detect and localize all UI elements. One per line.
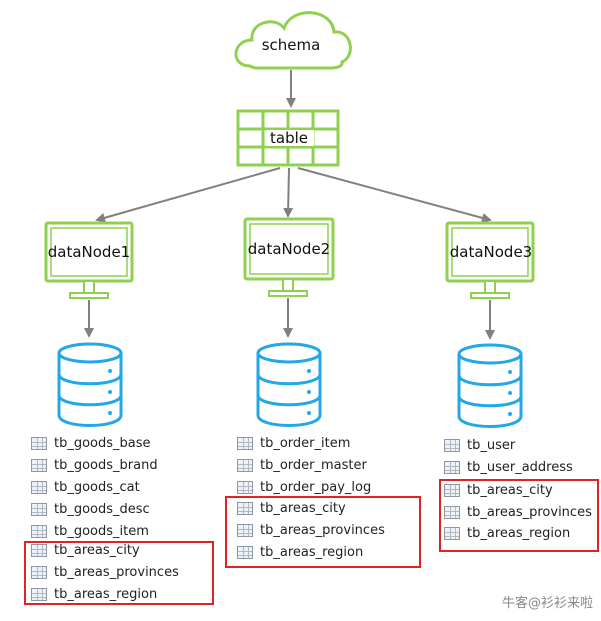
table-item: tb_user: [444, 434, 515, 456]
table-item: tb_areas_city: [444, 479, 553, 501]
watermark: 牛客@衫衫来啦: [502, 592, 593, 611]
highlight-box-node2: [225, 496, 421, 568]
table-item: tb_goods_cat: [31, 476, 140, 498]
datanode2-label: dataNode2: [248, 240, 330, 258]
table-item: tb_areas_city: [31, 539, 140, 561]
table-icon: [31, 458, 47, 472]
table-icon: [444, 483, 460, 497]
table-label: table: [270, 129, 308, 147]
schema-cloud: schema: [234, 11, 352, 70]
schema-label: schema: [262, 36, 321, 54]
table-item: tb_goods_brand: [31, 454, 158, 476]
table-item: tb_user_address: [444, 456, 573, 478]
table-grid: table: [236, 109, 340, 167]
watermark-text: 牛客@衫衫来啦: [501, 596, 593, 611]
table-item: tb_goods_item: [31, 520, 149, 542]
table-icon: [31, 565, 47, 579]
table-icon: [237, 501, 253, 515]
table-icon: [444, 438, 460, 452]
highlight-box-node3: [439, 479, 599, 552]
table-icon: [31, 436, 47, 450]
database3-icon: [457, 343, 523, 428]
datanode1-monitor: dataNode1: [44, 221, 134, 299]
table-item: tb_goods_base: [31, 432, 151, 454]
table-item: tb_areas_region: [237, 541, 363, 563]
arrow-table-node3: [297, 167, 492, 223]
table-icon: [237, 523, 253, 537]
table-item: tb_areas_provinces: [237, 519, 385, 541]
table-icon: [31, 480, 47, 494]
table-icon: [237, 458, 253, 472]
datanode2-monitor: dataNode2: [243, 217, 335, 297]
table-item: tb_areas_provinces: [444, 501, 592, 523]
table-item: tb_order_item: [237, 432, 350, 454]
table-item: tb_areas_region: [444, 522, 570, 544]
table-icon: [31, 587, 47, 601]
table-icon: [31, 543, 47, 557]
arrow-table-node1: [95, 167, 281, 223]
table-item: tb_goods_desc: [31, 498, 150, 520]
table-item: tb_order_master: [237, 454, 367, 476]
table-icon: [444, 460, 460, 474]
table-item: tb_areas_city: [237, 497, 346, 519]
database1-icon: [57, 342, 123, 427]
table-icon: [31, 524, 47, 538]
highlight-box-node1: [24, 541, 214, 605]
datanode1-label: dataNode1: [48, 243, 130, 261]
table-icon: [237, 545, 253, 559]
datanode3-monitor: dataNode3: [445, 221, 535, 299]
table-icon: [444, 526, 460, 540]
table-item: tb_order_pay_log: [237, 476, 371, 498]
table-icon: [237, 480, 253, 494]
table-item: tb_areas_region: [31, 583, 157, 605]
table-item: tb_areas_provinces: [31, 561, 179, 583]
datanode3-label: dataNode3: [450, 243, 532, 261]
table-icon: [444, 505, 460, 519]
arrow-table-node2: [283, 167, 294, 218]
table-icon: [31, 502, 47, 516]
database2-icon: [256, 342, 322, 427]
table-icon: [237, 436, 253, 450]
